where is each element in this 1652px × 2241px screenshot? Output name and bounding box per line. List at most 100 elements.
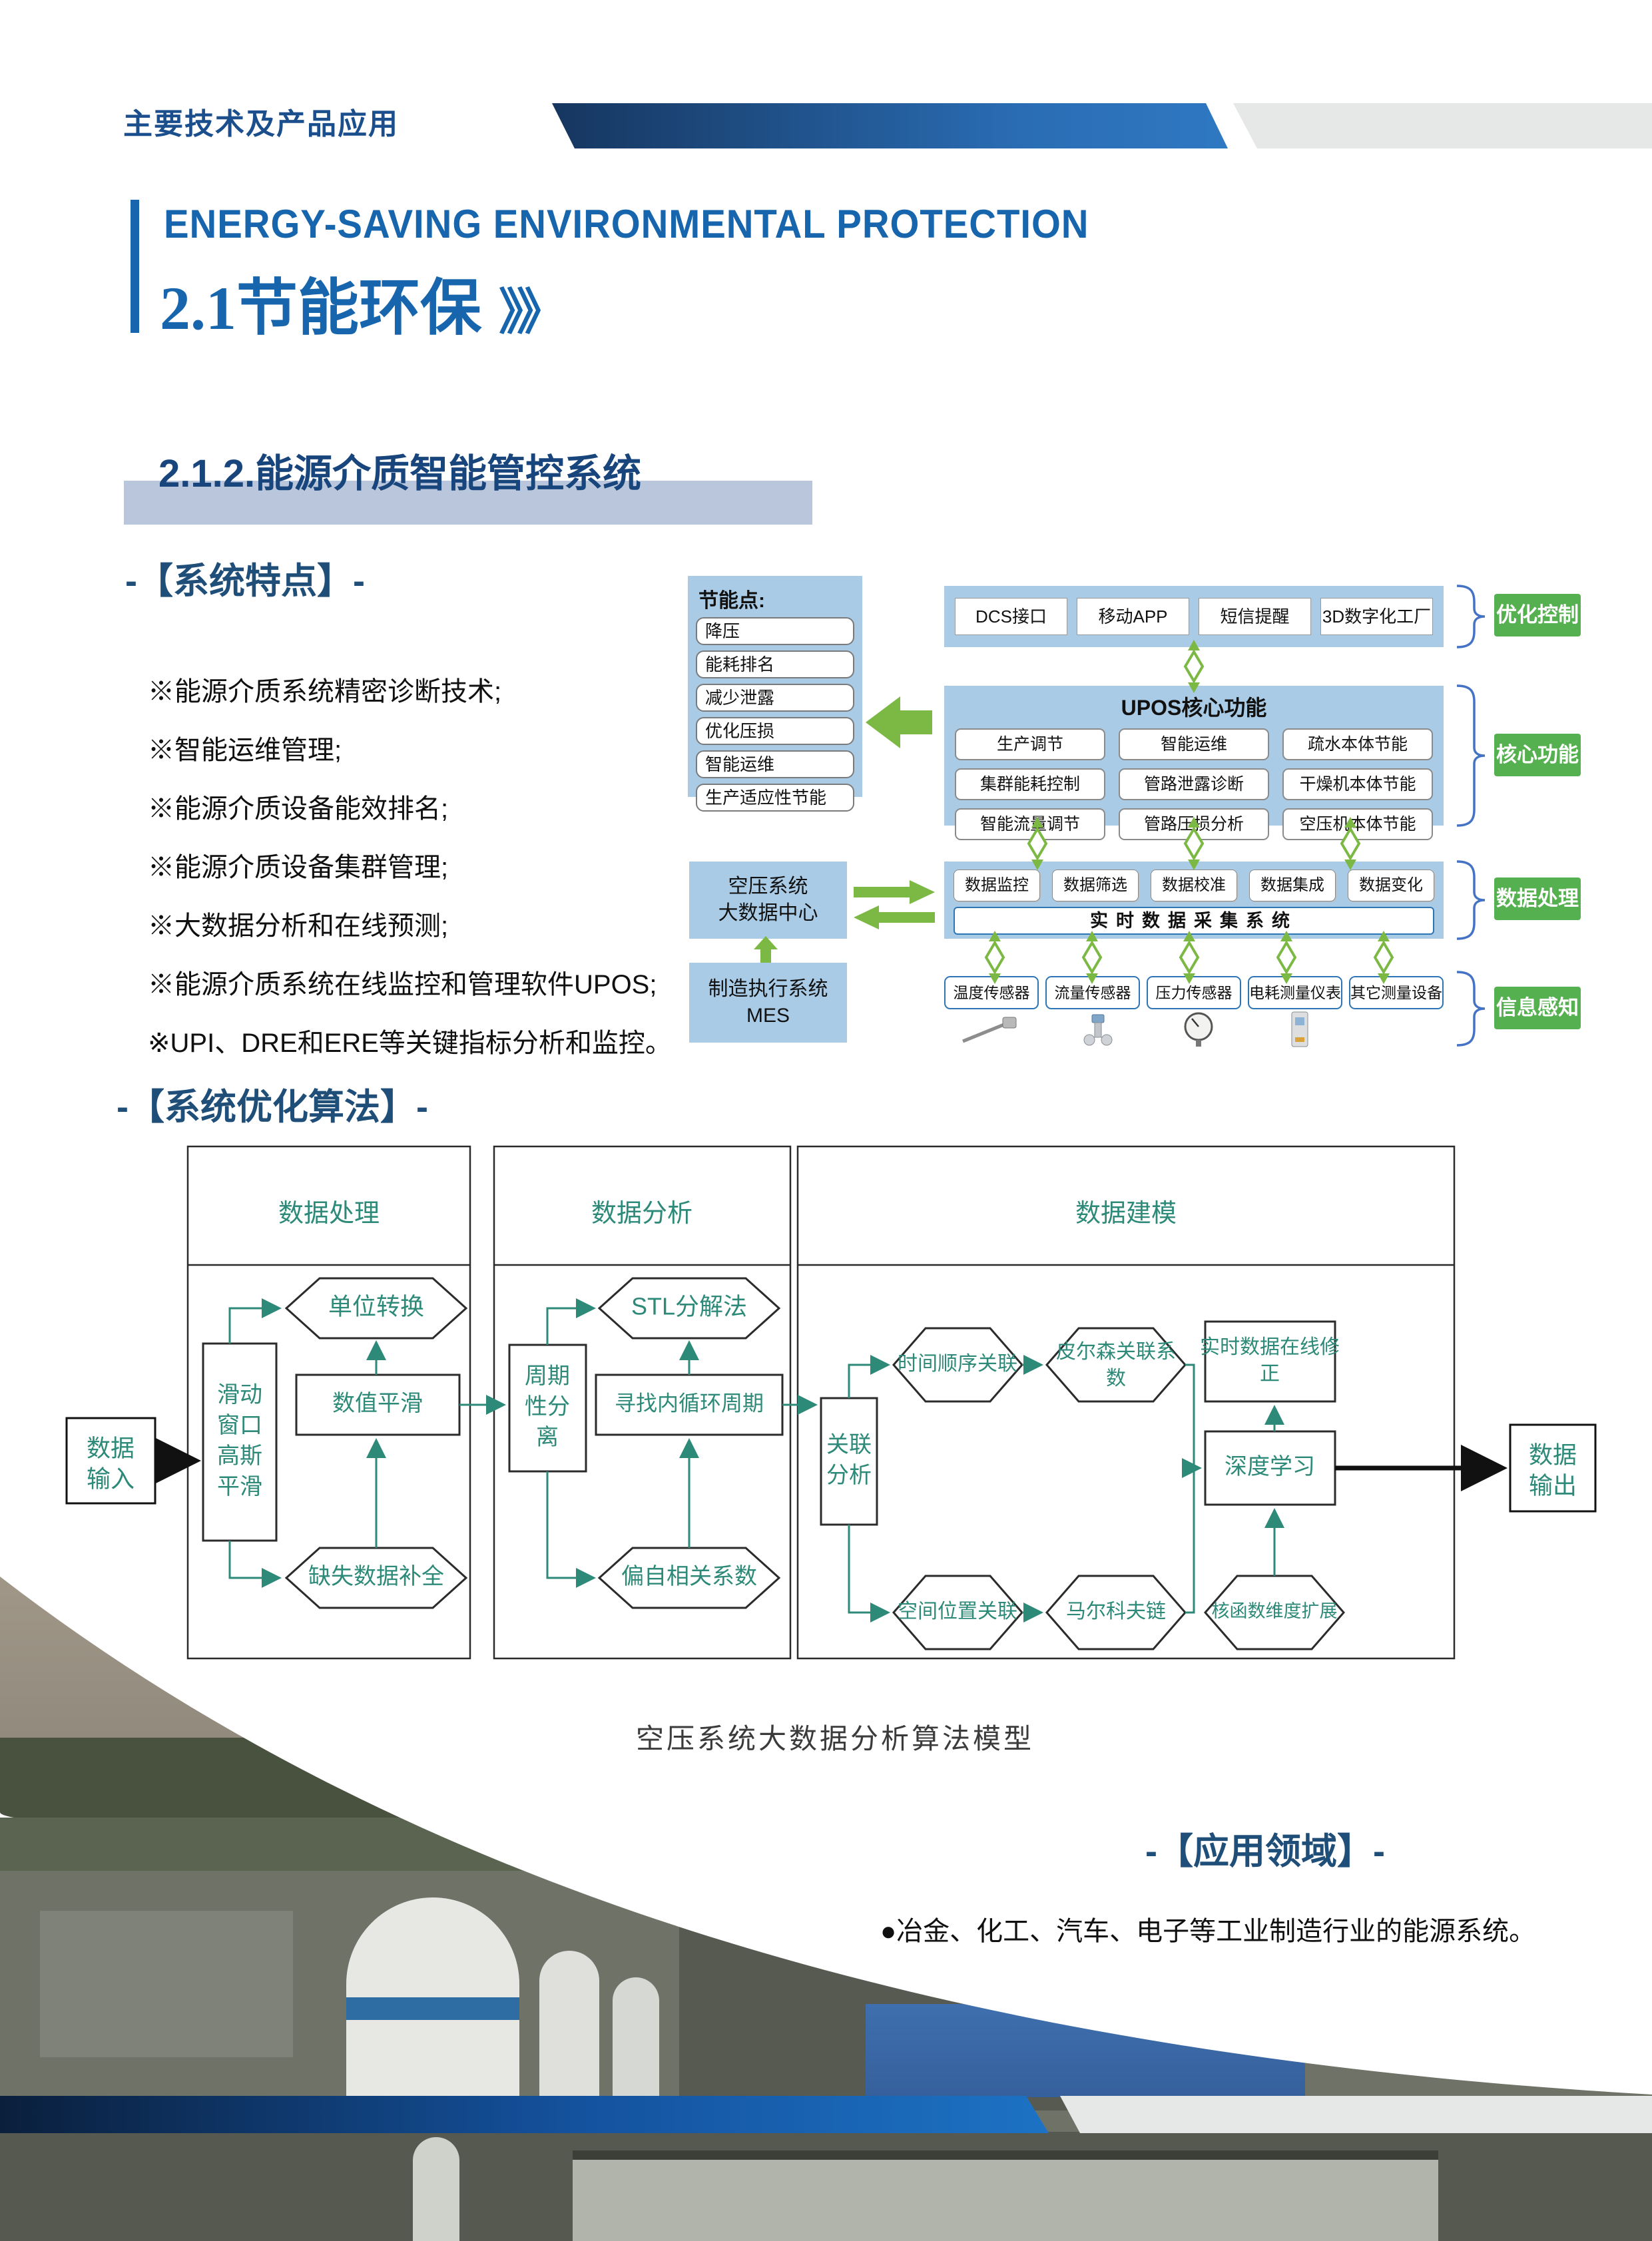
node-label: 高斯 <box>217 1443 262 1469</box>
realtime-acquisition-bar: 实时数据采集系统 <box>954 907 1434 935</box>
diagram-connectors <box>754 585 1486 1047</box>
diamond-connector-icon <box>985 929 1005 985</box>
left-arrow-icon <box>854 905 935 929</box>
data-box: 数据校准 <box>1151 870 1237 901</box>
data-input-line2: 输入 <box>87 1465 135 1493</box>
flowchart-caption: 空压系统大数据分析算法模型 <box>636 1723 1035 1754</box>
panel-title: 数据分析 <box>591 1200 692 1228</box>
title-chinese: 2.1节能环保》》 <box>160 258 566 347</box>
data-input-box <box>65 1417 156 1505</box>
data-output-line2: 输出 <box>1529 1472 1577 1499</box>
bigdata-center-line1: 空压系统 <box>728 875 808 897</box>
feature-item: ※能源介质系统在线监控和管理软件UPOS; <box>148 970 657 999</box>
sensor-box: 电耗测量仪表 <box>1248 976 1342 1009</box>
node-label: 离 <box>536 1425 559 1450</box>
node-label: 时间顺序关联 <box>898 1353 1017 1375</box>
data-box: 数据筛选 <box>1052 870 1139 901</box>
algorithm-heading: -【系统优化算法】- <box>117 1087 428 1127</box>
power-meter-icon <box>1291 1011 1308 1047</box>
interface-box: 移动APP <box>1077 598 1189 635</box>
node-label: 实时数据在线修 <box>1200 1336 1340 1358</box>
white-curve-overlay <box>0 1538 1652 2095</box>
side-label-core-functions: 核心功能 <box>1494 734 1581 776</box>
data-box: 数据集成 <box>1249 870 1336 901</box>
photo-tank-stripe <box>346 1997 519 2020</box>
bottom-blue-bar <box>0 2096 1049 2133</box>
section-title: 2.1.2.能源介质智能管控系统 <box>158 452 642 495</box>
node-label: 平滑 <box>217 1474 262 1499</box>
interface-box: DCS接口 <box>955 598 1067 635</box>
upos-panel: UPOS核心功能 生产调节 智能运维 疏水本体节能 集群能耗控制 管路泄露诊断 … <box>944 686 1444 840</box>
data-output-box <box>1509 1423 1597 1513</box>
node-deep-learning <box>1204 1430 1336 1506</box>
bigdata-center-line2: 大数据中心 <box>718 902 818 924</box>
title-accent-bar <box>131 200 139 333</box>
node-value-smoothing <box>295 1373 461 1436</box>
upos-cell: 空压机本体节能 <box>1282 808 1433 840</box>
upos-cell: 管路泄露诊断 <box>1119 768 1269 800</box>
application-bullet: ●冶金、化工、汽车、电子等工业制造行业的能源系统。 <box>880 1917 1536 1946</box>
page-kicker: 主要技术及产品应用 <box>123 108 399 140</box>
upos-cell: 干燥机本体节能 <box>1282 768 1433 800</box>
flow-meter-icon <box>1083 1014 1113 1046</box>
node-label: STL分解法 <box>631 1293 747 1320</box>
saving-point-item: 能耗排名 <box>696 650 854 678</box>
sensor-box: 其它测量设备 <box>1349 976 1444 1009</box>
data-box: 数据监控 <box>954 870 1040 901</box>
plant-photo <box>0 1538 1652 2241</box>
upos-cell: 生产调节 <box>955 728 1105 760</box>
panel-title: 数据建模 <box>1075 1200 1177 1228</box>
node-missing-data <box>284 1547 468 1609</box>
node-label: 马尔科夫链 <box>1066 1601 1166 1622</box>
node-realtime-correction <box>1204 1320 1336 1403</box>
panel-data-modeling <box>796 1145 1456 1660</box>
upos-cell: 智能运维 <box>1119 728 1269 760</box>
brace-icon <box>1456 585 1486 1047</box>
application-heading: -【应用领域】- <box>1145 1832 1385 1871</box>
node-label: 分析 <box>826 1463 872 1488</box>
upos-cell: 集群能耗控制 <box>955 768 1105 800</box>
node-label: 正 <box>1260 1363 1280 1385</box>
diamond-connector-icon <box>1340 816 1360 872</box>
left-arrow-icon <box>866 696 932 748</box>
data-band: 数据监控 数据筛选 数据校准 数据集成 数据变化 实时数据采集系统 <box>944 862 1444 939</box>
node-association-analysis <box>820 1397 878 1526</box>
interface-box: 短信提醒 <box>1199 598 1311 635</box>
side-label-info-sensing: 信息感知 <box>1494 987 1581 1029</box>
node-label: 数值平滑 <box>332 1391 423 1416</box>
title-chinese-text: 2.1节能环保 <box>160 274 482 342</box>
data-input-line1: 数据 <box>87 1435 135 1462</box>
sensor-box: 压力传感器 <box>1147 976 1241 1009</box>
node-kernel <box>1204 1575 1345 1650</box>
saving-point-item: 减少泄露 <box>696 684 854 712</box>
diamond-connector-icon <box>1179 929 1199 985</box>
diamond-connector-icon <box>1374 929 1394 985</box>
saving-point-item: 生产适应性节能 <box>696 784 854 812</box>
photo-tank-small-1 <box>539 1951 599 2124</box>
algorithm-flowchart: 数据处理 数据分析 数据建模 数据 输入 数据 输出 滑动 窗口 高斯 平滑 单… <box>65 1145 1597 1660</box>
data-output-line1: 数据 <box>1529 1441 1577 1469</box>
data-box: 数据变化 <box>1348 870 1434 901</box>
mes-line1: 制造执行系统 <box>708 978 828 1000</box>
header-blue-bar <box>552 103 1228 148</box>
sensor-box: 流量传感器 <box>1045 976 1140 1009</box>
photo-bottom-wall <box>573 2150 1438 2241</box>
feature-item: ※智能运维管理; <box>148 736 342 765</box>
node-stl <box>597 1277 781 1340</box>
upos-title: UPOS核心功能 <box>1121 696 1267 720</box>
features-heading: -【系统特点】- <box>125 561 365 601</box>
node-label: 偏自相关系数 <box>621 1564 757 1589</box>
bigdata-center-box: 空压系统 大数据中心 <box>689 862 847 939</box>
saving-point-item: 降压 <box>696 617 854 645</box>
node-pacf <box>597 1547 781 1609</box>
node-label: 核函数维度扩展 <box>1212 1601 1338 1621</box>
saving-point-item: 优化压损 <box>696 717 854 745</box>
interface-band: DCS接口 移动APP 短信提醒 3D数字化工厂 <box>944 586 1444 647</box>
diamond-connector-icon <box>1082 929 1102 985</box>
mes-box: 制造执行系统 MES <box>689 963 847 1043</box>
feature-item: ※能源介质设备集群管理; <box>148 853 449 882</box>
node-label: 深度学习 <box>1225 1454 1315 1479</box>
node-unit-conversion <box>284 1277 468 1340</box>
photo-bottom-tower <box>413 2137 459 2241</box>
